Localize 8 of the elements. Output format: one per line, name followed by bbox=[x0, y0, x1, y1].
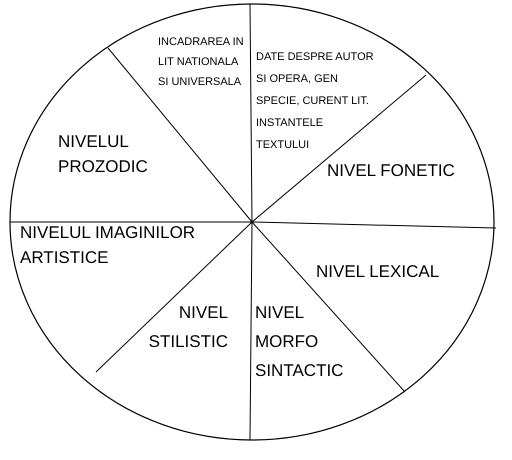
sector-label: INCADRAREA IN LIT NATIONALA SI UNIVERSALA bbox=[158, 35, 245, 90]
sector-label: NIVELUL PROZODIC bbox=[58, 131, 149, 178]
sector-label: NIVEL FONETIC bbox=[327, 160, 456, 182]
sector-label: NIVEL LEXICAL bbox=[316, 261, 440, 283]
sector-label: NIVEL MORFO SINTACTIC bbox=[255, 302, 344, 382]
sector-label: NIVELUL IMAGINILOR ARTISTICE bbox=[20, 222, 196, 269]
sector-label: DATE DESPRE AUTOR SI OPERA, GEN SPECIE, CURENT LIT. INSTANTELE TEXTULUI bbox=[256, 50, 374, 153]
sector-label: NIVEL STILISTIC bbox=[148, 302, 228, 353]
